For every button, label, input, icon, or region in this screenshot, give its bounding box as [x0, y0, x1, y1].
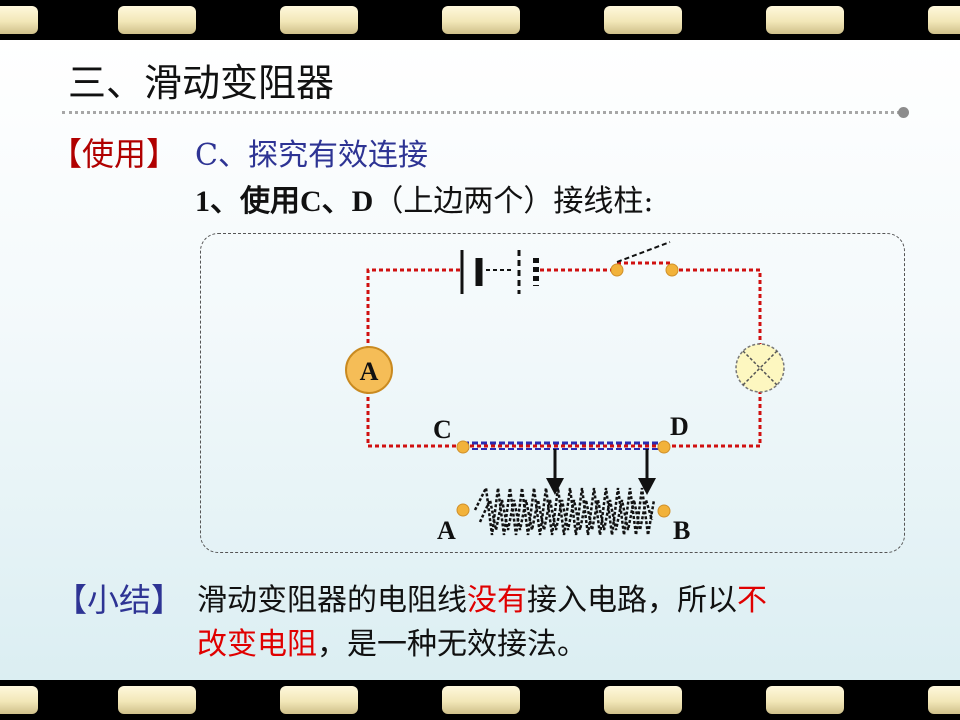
- circuit-panel: [200, 233, 905, 553]
- summary-line-1: 滑动变阻器的电阻线没有接入电路，所以不: [197, 575, 767, 619]
- terminal-d-label: D: [670, 412, 689, 441]
- resistance-coil: [473, 483, 656, 536]
- terminal-points: [456, 440, 671, 518]
- point-terminals: C、D: [300, 185, 374, 218]
- terminal-b-dot: [657, 504, 671, 518]
- film-hole: [118, 686, 196, 714]
- subheading: C、探究有效连接: [195, 138, 428, 173]
- summary-highlight: 改变电阻: [197, 627, 317, 662]
- film-hole: [766, 686, 844, 714]
- ammeter: A: [345, 346, 393, 394]
- slider-arrows: [546, 449, 656, 495]
- ammeter-label: A: [360, 357, 379, 386]
- film-hole: [604, 6, 682, 34]
- terminal-a-dot: [456, 503, 470, 517]
- summary-tag: 【小结】: [55, 581, 184, 619]
- film-hole: [118, 6, 196, 34]
- point-prefix: 1、使用: [195, 185, 300, 218]
- film-hole: [766, 6, 844, 34]
- terminal-c-dot: [456, 440, 470, 454]
- wire-top-left: [366, 268, 460, 365]
- lamp-symbol: [735, 343, 785, 393]
- film-hole: [0, 6, 38, 34]
- battery-symbol: [460, 250, 539, 294]
- summary-highlight: 没有: [467, 583, 527, 618]
- film-hole: [604, 686, 682, 714]
- film-hole: [442, 6, 520, 34]
- film-hole: [0, 686, 38, 714]
- terminal-c-label: C: [433, 415, 452, 444]
- point-1: 1、使用C、D（上边两个）接线柱:: [195, 176, 653, 220]
- wire-bottom-right: [664, 390, 762, 448]
- point-suffix: （上边两个）接线柱:: [373, 184, 654, 219]
- terminal-a-label: A: [437, 516, 456, 545]
- film-hole: [928, 686, 960, 714]
- terminal-b-label: B: [673, 516, 690, 545]
- divider-end-dot: [898, 107, 909, 118]
- title-divider: [62, 111, 900, 114]
- wire-top-right: [672, 268, 762, 345]
- summary-text: ，是一种无效接法。: [317, 627, 587, 662]
- switch-symbol: [610, 241, 679, 277]
- film-strip-bottom: [0, 680, 960, 720]
- film-hole: [928, 6, 960, 34]
- use-tag: 【使用】: [50, 135, 179, 173]
- terminal-d-dot: [657, 440, 671, 454]
- summary-line-2: 改变电阻，是一种无效接法。: [197, 619, 587, 663]
- slide: 三、滑动变阻器 【使用】 C、探究有效连接 1、使用C、D（上边两个）接线柱:: [0, 40, 960, 680]
- film-hole: [280, 6, 358, 34]
- film-hole: [442, 686, 520, 714]
- summary-text: 滑动变阻器的电阻线: [197, 583, 467, 618]
- film-strip-top: [0, 0, 960, 40]
- film-hole: [280, 686, 358, 714]
- circuit-wires: [366, 261, 762, 448]
- rheostat-rod: [463, 441, 664, 450]
- summary-highlight: 不: [737, 583, 767, 618]
- summary-text: 接入电路，所以: [527, 583, 737, 618]
- wire-bottom-left: [366, 390, 463, 448]
- slide-title: 三、滑动变阻器: [68, 61, 335, 105]
- circuit-diagram: A: [345, 241, 785, 545]
